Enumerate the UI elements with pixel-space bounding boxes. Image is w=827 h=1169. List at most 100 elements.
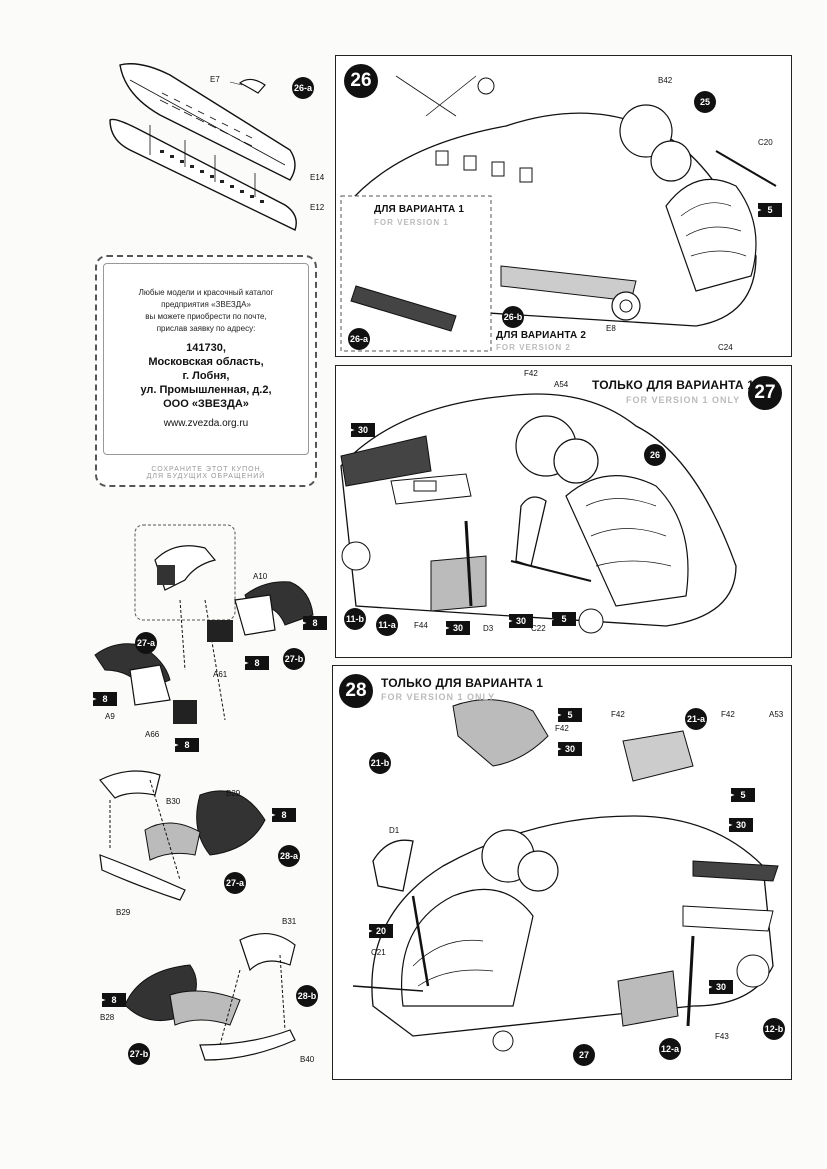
step-28-title-ru: ТОЛЬКО ДЛЯ ВАРИАНТА 1 [381, 676, 544, 690]
part-label-b42: B42 [658, 76, 673, 85]
substep-26a: E7 E14 E12 26-a [100, 55, 330, 245]
tag-28-20: 20 [369, 924, 393, 938]
tag-27-30c: 30 [509, 614, 533, 628]
tag-27b-b: 8 [245, 656, 269, 670]
part-label-e8: E8 [606, 324, 616, 333]
tag-27-30a: 30 [351, 423, 375, 437]
ref-circle-28a: 28-a [278, 845, 300, 867]
coupon-line-2: предприятия «ЗВЕЗДА» [161, 300, 251, 309]
coupon-region: Московская область, [148, 356, 264, 368]
coupon-website[interactable]: www.zvezda.org.ru [163, 418, 249, 429]
part-label-b29-top: B29 [226, 789, 241, 798]
order-coupon: Любые модели и красочный каталог предпри… [95, 255, 317, 487]
coupon-keep-line-2: ДЛЯ БУДУЩИХ ОБРАЩЕНИЙ [146, 473, 266, 480]
tag-27a-b: 8 [175, 738, 199, 752]
ref-circle-26a: 26-a [292, 77, 314, 99]
step-26-panel: 26 B42 C20 E8 C24 25 5 ДЛЯ ВАРИАНТА 1 FO… [335, 55, 792, 357]
ref-circle-25: 25 [694, 91, 716, 113]
part-label-b30: B30 [166, 797, 181, 806]
step-26-helicopter-drawing [340, 75, 777, 352]
part-label-a66: A66 [145, 730, 160, 739]
ref-circle-26-in-27: 26 [644, 444, 666, 466]
step-27-title-en: FOR VERSION 1 ONLY [626, 395, 741, 405]
exhaust-cowling-drawing [109, 63, 297, 231]
part-label-b31: B31 [282, 917, 297, 926]
part-label-a9: A9 [105, 712, 115, 721]
ref-circle-27a: 27-a [135, 632, 157, 654]
ref-circle-26b: 26-b [502, 306, 524, 328]
part-label-a10: A10 [253, 572, 268, 581]
coupon-inner-frame [103, 263, 309, 455]
step-number-27: 27 [748, 376, 782, 410]
coupon-keep-line-1: СОХРАНИТЕ ЭТОТ КУПОН [151, 466, 261, 473]
coupon-line-4: прислав заявку по адресу: [156, 324, 256, 333]
tag-28-5b: 5 [731, 788, 755, 802]
step-28-helicopter-drawing [352, 699, 779, 1052]
ref-circle-27b-in-28b: 27-b [128, 1043, 150, 1065]
ref-circle-11a: 11-a [376, 614, 398, 636]
tag-27-30b: 30 [446, 621, 470, 635]
step-27-helicopter-drawing [340, 393, 737, 634]
tag-27a-a: 8 [93, 692, 117, 706]
substep-27: A10 A61 A9 A66 27-a 27-b 8 8 8 8 [85, 520, 327, 760]
part-label-f42-s28-c: F42 [721, 710, 735, 719]
part-label-a61: A61 [213, 670, 228, 679]
ref-circle-27-in-28: 27 [573, 1044, 595, 1066]
coupon-keep-note: СОХРАНИТЕ ЭТОТ КУПОН ДЛЯ БУДУЩИХ ОБРАЩЕН… [97, 466, 315, 480]
ref-circle-11b: 11-b [344, 608, 366, 630]
tag-28a: 8 [272, 808, 296, 822]
part-label-f42-s27: F42 [524, 369, 538, 378]
cockpit-sill-28a-drawing [99, 770, 266, 901]
step-26-inset-title-en: FOR VERSION 1 [374, 218, 449, 227]
tag-27-5: 5 [552, 612, 576, 626]
tag-28b: 8 [102, 993, 126, 1007]
coupon-zip: 141730, [186, 342, 226, 354]
tag-28-5a: 5 [558, 708, 582, 722]
coupon-text-block: Любые модели и красочный каталог предпри… [97, 287, 315, 431]
part-label-f42-s28-a: F42 [555, 724, 569, 733]
seat-armor-drawing [94, 524, 314, 724]
part-label-b28: B28 [100, 1013, 115, 1022]
part-label-e7: E7 [210, 75, 220, 84]
part-label-a53: A53 [769, 710, 784, 719]
part-label-b40: B40 [300, 1055, 315, 1064]
part-label-c21: C21 [371, 948, 386, 957]
step-27-panel: ТОЛЬКО ДЛЯ ВАРИАНТА 1 FOR VERSION 1 ONLY… [335, 365, 792, 658]
ref-circle-26a-in-26: 26-a [348, 328, 370, 350]
step-28-title-en: FOR VERSION 1 ONLY [381, 692, 496, 702]
ref-circle-28b: 28-b [296, 985, 318, 1007]
coupon-company: ООО «ЗВЕЗДА» [163, 398, 249, 410]
part-label-c20: C20 [758, 138, 773, 147]
coupon-line-3: вы можете приобрести по почте, [145, 312, 267, 321]
part-label-f43: F43 [715, 1032, 729, 1041]
step-26-variant2-title-ru: ДЛЯ ВАРИАНТА 2 [496, 330, 587, 341]
step-27-title-ru: ТОЛЬКО ДЛЯ ВАРИАНТА 1 [592, 378, 755, 392]
ref-circle-12a: 12-a [659, 1038, 681, 1060]
step-number-28: 28 [339, 674, 373, 708]
part-label-a54: A54 [554, 380, 569, 389]
step-28-panel: 28 ТОЛЬКО ДЛЯ ВАРИАНТА 1 FOR VERSION 1 O… [332, 665, 792, 1080]
tag-27b-a: 8 [303, 616, 327, 630]
ref-circle-21b: 21-b [369, 752, 391, 774]
ref-circle-27a-in-28a: 27-a [224, 872, 246, 894]
part-label-d3: D3 [483, 624, 494, 633]
part-label-d1: D1 [389, 826, 400, 835]
part-label-c22: C22 [531, 624, 546, 633]
substep-28b: B31 B28 B40 28-b 27-b 8 [90, 915, 320, 1075]
tag-28-30b: 30 [729, 818, 753, 832]
coupon-city: г. Лобня, [182, 370, 230, 382]
part-label-e14: E14 [310, 173, 325, 182]
substep-28a: B30 B29 B29 28-a 27-a 8 [90, 760, 320, 920]
tag-26-5: 5 [758, 203, 782, 217]
step-26-variant2-title-en: FOR VERSION 2 [496, 343, 571, 352]
part-label-f42-s28-b: F42 [611, 710, 625, 719]
step-number-26: 26 [344, 64, 378, 98]
part-label-e12: E12 [310, 203, 325, 212]
ref-circle-27b: 27-b [283, 648, 305, 670]
step-26-inset-title-ru: ДЛЯ ВАРИАНТА 1 [374, 204, 465, 215]
coupon-street: ул. Промышленная, д.2, [140, 384, 272, 396]
ref-circle-21a: 21-a [685, 708, 707, 730]
ref-circle-12b: 12-b [763, 1018, 785, 1040]
cockpit-sill-28b-drawing [124, 933, 296, 1061]
tag-28-30c: 30 [709, 980, 733, 994]
